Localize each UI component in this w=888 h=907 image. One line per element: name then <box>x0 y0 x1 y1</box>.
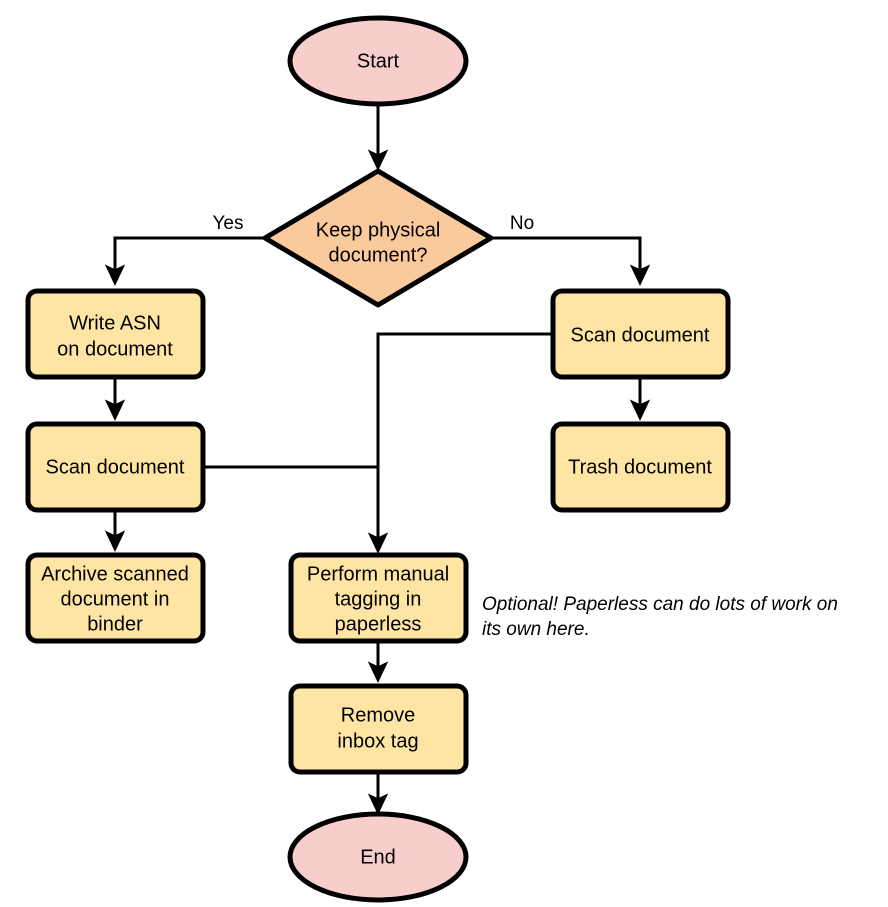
node-trash-document[interactable]: Trash document <box>550 421 731 513</box>
node-remove-tag-label-line1: Remove <box>341 704 415 726</box>
node-scan-document-right[interactable]: Scan document <box>550 288 731 380</box>
annotation-note-line2: its own here. <box>482 619 590 640</box>
node-write-asn-label-line1: Write ASN <box>69 312 161 334</box>
node-archive-scanned-document-in-binder[interactable]: Archive scanned document in binder <box>25 552 206 644</box>
edge-label-no: No <box>510 213 534 234</box>
node-scan-document-right-label: Scan document <box>571 324 710 346</box>
node-write-asn-label-line2: on document <box>57 338 173 360</box>
node-end[interactable]: End <box>287 811 469 903</box>
node-end-label: End <box>360 846 396 868</box>
node-start[interactable]: Start <box>287 15 469 107</box>
node-archive-label-line2: document in <box>61 588 170 610</box>
node-decision-label-line1: Keep physical <box>316 219 441 241</box>
node-archive-label-line3: binder <box>87 613 143 635</box>
node-tagging-label-line1: Perform manual <box>307 563 449 585</box>
node-start-label: Start <box>357 50 400 72</box>
node-tagging-label-line3: paperless <box>335 613 422 635</box>
edge-label-yes: Yes <box>213 213 244 234</box>
node-scan-document-left[interactable]: Scan document <box>25 421 206 513</box>
node-archive-label-line1: Archive scanned <box>41 563 189 585</box>
node-trash-document-label: Trash document <box>568 456 712 478</box>
edge-decision-no-to-scan-right <box>491 236 651 287</box>
node-remove-tag-label-line2: inbox tag <box>337 730 418 752</box>
edge-scan-right-to-tagging <box>376 332 551 549</box>
annotation-note: Optional! Paperless can do lots of work … <box>482 594 838 640</box>
edge-decision-yes-to-write-asn <box>104 236 265 287</box>
node-perform-manual-tagging[interactable]: Perform manual tagging in paperless <box>288 552 469 644</box>
node-scan-document-left-label: Scan document <box>46 456 185 478</box>
annotation-note-line1: Optional! Paperless can do lots of work … <box>482 594 838 615</box>
node-decision-label-line2: document? <box>329 244 428 266</box>
node-write-asn-on-document[interactable]: Write ASN on document <box>25 288 206 380</box>
node-tagging-label-line2: tagging in <box>335 588 422 610</box>
node-remove-inbox-tag[interactable]: Remove inbox tag <box>288 683 469 775</box>
node-decision-keep-physical-document[interactable]: Keep physical document? <box>262 168 494 308</box>
